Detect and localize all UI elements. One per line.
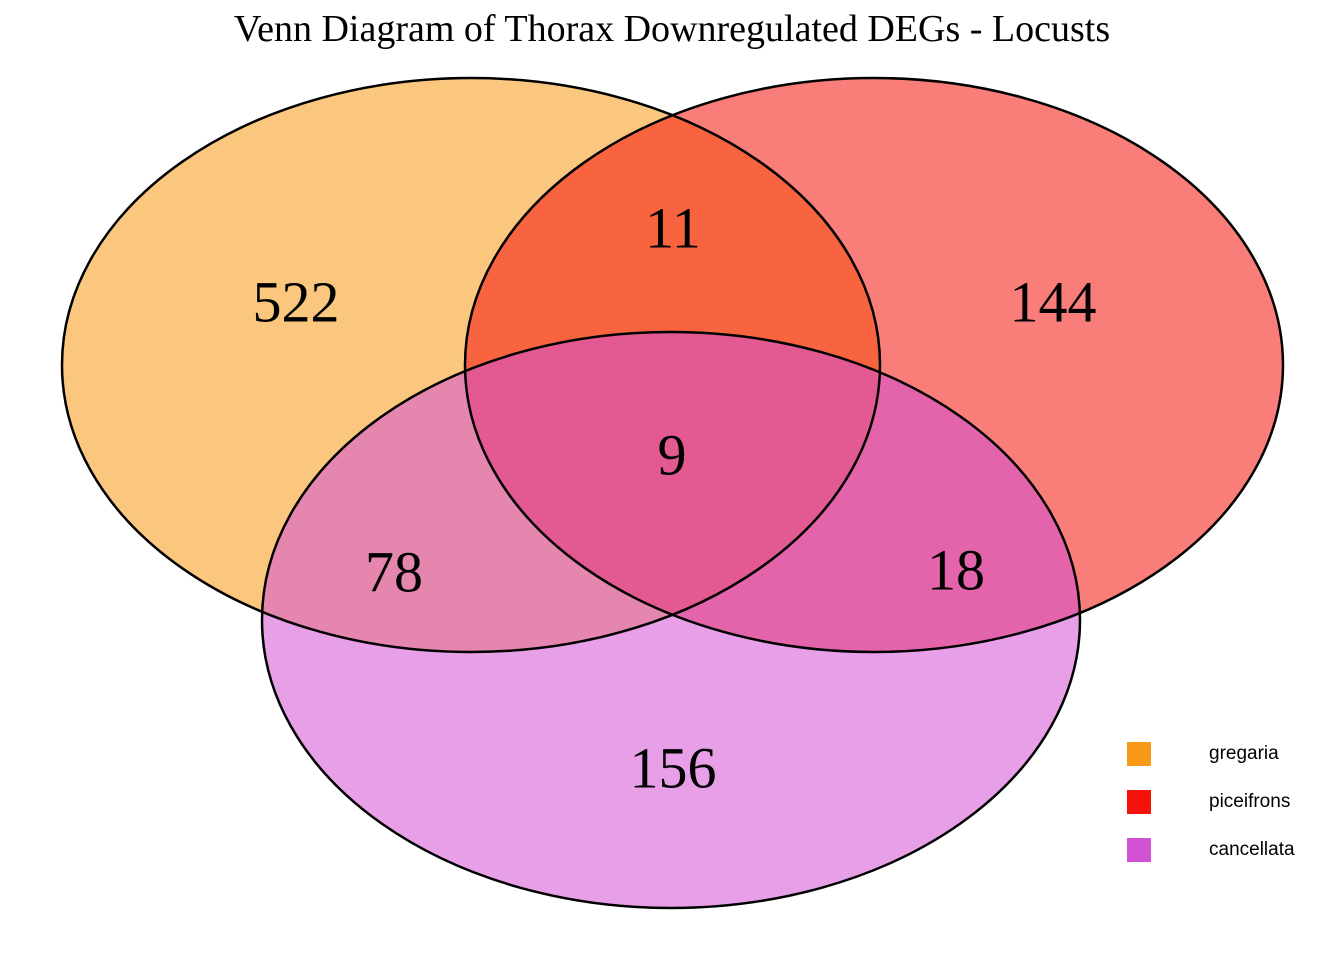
legend-swatch-cancellata xyxy=(1127,838,1151,862)
set-ellipse-cancellata xyxy=(262,332,1080,908)
legend-label-cancellata: cancellata xyxy=(1209,839,1295,860)
count-cancellata-only: 156 xyxy=(629,735,717,801)
legend: gregaria piceifrons cancellata xyxy=(1127,742,1295,886)
set-outline-piceifrons xyxy=(463,76,1285,654)
legend-row-gregaria: gregaria xyxy=(1127,742,1295,766)
count-piceifrons-only: 144 xyxy=(1009,269,1097,335)
count-gregaria-cancellata: 78 xyxy=(365,539,423,605)
set-outline-gregaria xyxy=(60,76,882,654)
legend-swatch-piceifrons xyxy=(1127,790,1151,814)
count-piceifrons-cancellata: 18 xyxy=(927,537,985,603)
count-gregaria-only: 522 xyxy=(252,269,340,335)
count-all-three: 9 xyxy=(657,422,687,488)
legend-label-piceifrons: piceifrons xyxy=(1209,791,1291,812)
chart-title: Venn Diagram of Thorax Downregulated DEG… xyxy=(233,8,1111,50)
set-outline-cancellata xyxy=(260,330,1082,910)
count-gregaria-piceifrons: 11 xyxy=(645,195,701,261)
legend-label-gregaria: gregaria xyxy=(1209,743,1279,764)
legend-row-cancellata: cancellata xyxy=(1127,838,1295,862)
legend-row-piceifrons: piceifrons xyxy=(1127,790,1295,814)
legend-swatch-gregaria xyxy=(1127,742,1151,766)
